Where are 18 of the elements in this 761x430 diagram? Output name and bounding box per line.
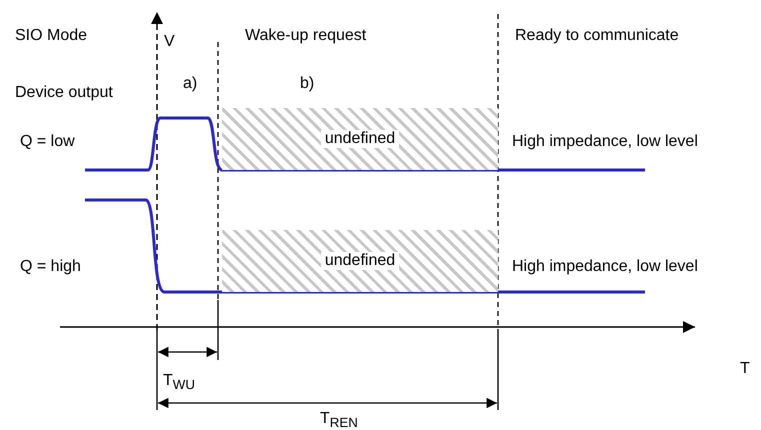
time-label: T$_{WU}$ — [163, 372, 195, 394]
phase-marker: a) — [183, 75, 198, 93]
phase-marker: b) — [300, 75, 314, 93]
hatched-region — [222, 108, 498, 170]
hatched-region — [222, 230, 498, 292]
state-label: High impedance, low level — [512, 133, 698, 151]
mode-label: SIO Mode — [15, 27, 88, 45]
region-label: undefined — [320, 130, 400, 148]
region-label: undefined — [320, 252, 400, 270]
axis-label: T — [740, 360, 750, 378]
row-label: Device output — [15, 84, 113, 102]
phase-label: Ready to communicate — [515, 27, 679, 45]
time-label: T$_{REN}$ — [320, 410, 358, 430]
phase-label: Wake-up request — [245, 27, 366, 45]
signal-label: Q = low — [20, 133, 75, 151]
state-label: High impedance, low level — [512, 258, 698, 276]
axis-label: V — [164, 33, 175, 51]
signal-label: Q = high — [20, 258, 81, 276]
